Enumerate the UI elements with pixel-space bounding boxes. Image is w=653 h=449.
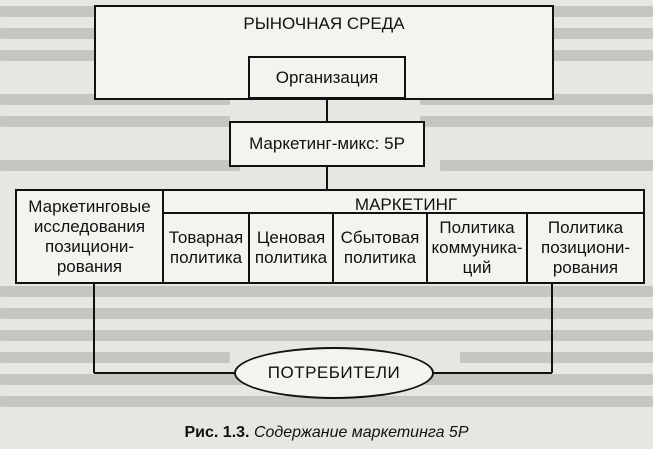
distribution-policy-label: Сбытовая политика (340, 228, 420, 267)
marketing-mix-box: Маркетинг-микс: 5P (229, 121, 425, 167)
consumers-ellipse: ПОТРЕБИТЕЛИ (234, 347, 434, 399)
positioning-policy-box: Политика позициони- рования (526, 212, 645, 284)
consumers-label: ПОТРЕБИТЕЛИ (267, 363, 401, 382)
product-policy-label: Товарная политика (168, 228, 244, 267)
price-policy-box: Ценовая политика (248, 212, 334, 284)
figure-caption: Рис. 1.3. Содержание маркетинга 5P (0, 424, 653, 442)
market-environment-label: РЫНОЧНАЯ СРЕДА (243, 14, 405, 33)
product-policy-box: Товарная политика (162, 212, 250, 284)
organization-label: Организация (275, 67, 379, 87)
caption-text: Содержание маркетинга 5P (253, 424, 469, 441)
communication-policy-label: Политика коммуника- ций (431, 218, 523, 277)
organization-box: Организация (248, 56, 406, 99)
marketing-label: МАРКЕТИНГ (354, 195, 458, 214)
positioning-policy-label: Политика позициони- рования (541, 218, 630, 277)
distribution-policy-box: Сбытовая политика (332, 212, 428, 284)
communication-policy-box: Политика коммуника- ций (426, 212, 528, 284)
price-policy-label: Ценовая политика (254, 228, 328, 267)
research-label: Маркетинговые исследования позициони- ро… (28, 196, 151, 276)
caption-number: Рис. 1.3. (184, 424, 250, 441)
research-box: Маркетинговые исследования позициони- ро… (15, 189, 164, 284)
marketing-mix-label: Маркетинг-микс: 5P (249, 134, 405, 153)
